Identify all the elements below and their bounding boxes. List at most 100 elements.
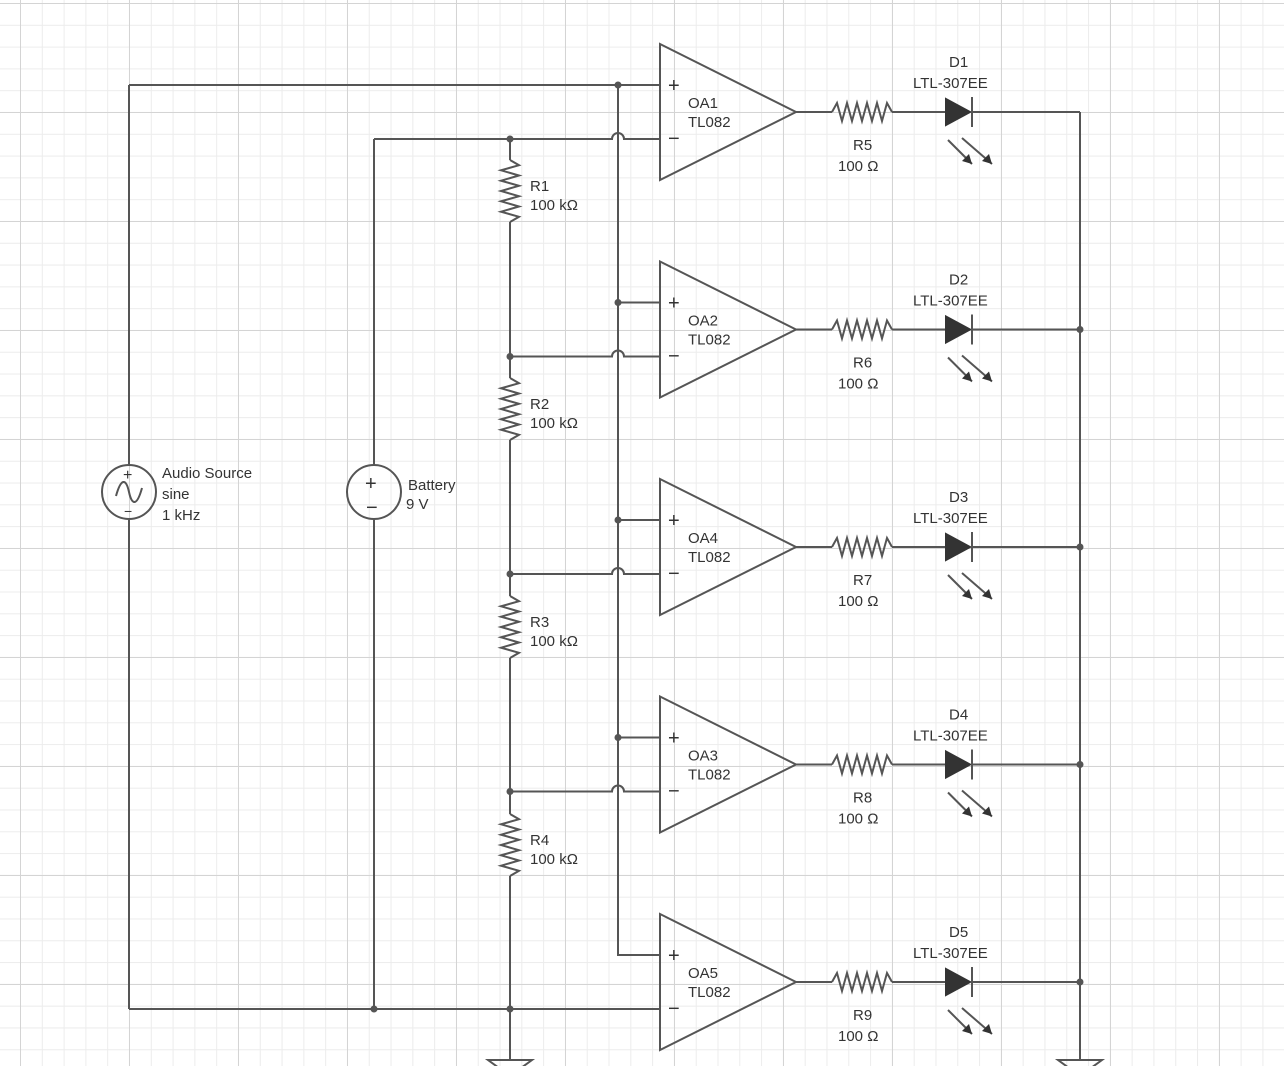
led-part: LTL-307EE (913, 945, 988, 962)
led-ref: D5 (949, 924, 968, 941)
audio-source-frequency: 1 kHz (162, 507, 200, 524)
light-emission-icon (947, 354, 993, 383)
resistor-value: 100 Ω (838, 158, 878, 175)
battery[interactable]: + − Battery 9 V (346, 464, 456, 520)
opamp-ref: OA2 (688, 313, 718, 330)
battery-plus-icon: + (365, 473, 377, 495)
resistor-value: 100 kΩ (530, 851, 578, 868)
opamp-part: TL082 (688, 767, 731, 784)
resistor-ref: R8 (853, 790, 872, 807)
opamp-ref: OA1 (688, 95, 718, 112)
opamp-minus-icon: − (668, 781, 680, 803)
resistor-r8[interactable]: R8 100 Ω (831, 751, 893, 828)
resistor-value: 100 kΩ (530, 197, 578, 214)
resistor-value: 100 Ω (838, 376, 878, 393)
opamp-ref: OA3 (688, 748, 718, 765)
divider-resistor-r2[interactable]: R2 100 kΩ (497, 377, 578, 441)
led-ref: D4 (949, 707, 968, 724)
resistor-r9[interactable]: R9 100 Ω (831, 969, 893, 1045)
junction-dots (370, 81, 1084, 1013)
led-part: LTL-307EE (913, 293, 988, 310)
opamp-minus-icon: − (668, 128, 680, 150)
wires (128, 84, 1081, 1060)
led-ref: D2 (949, 272, 968, 289)
opamp-plus-icon: + (668, 945, 680, 967)
voltage-divider: R1 100 kΩ R2 100 kΩ R3 100 kΩ R4 100 kΩ (497, 159, 578, 877)
audio-source-name: Audio Source (162, 465, 252, 482)
opamp-plus-icon: + (668, 75, 680, 97)
divider-resistor-r3[interactable]: R3 100 kΩ (497, 595, 578, 659)
opamp-minus-icon: − (668, 998, 680, 1020)
wire-signal-bus[interactable] (617, 85, 660, 956)
audio-source[interactable]: + − Audio Source sine 1 kHz (101, 464, 252, 524)
opamp-plus-icon: + (668, 510, 680, 532)
resistor-value: 100 Ω (838, 1028, 878, 1045)
light-emission-icon (947, 137, 993, 165)
opamp-ref: OA5 (688, 965, 718, 982)
divider-resistor-r1[interactable]: R1 100 kΩ (497, 159, 578, 223)
opamp-part: TL082 (688, 114, 731, 131)
battery-name: Battery (408, 477, 456, 494)
divider-resistor-r4[interactable]: R4 100 kΩ (497, 813, 578, 877)
resistor-value: 100 Ω (838, 593, 878, 610)
ground-symbol-right (1054, 1059, 1106, 1066)
opamp-part: TL082 (688, 332, 731, 349)
resistor-value: 100 kΩ (530, 415, 578, 432)
resistor-ref: R9 (853, 1007, 872, 1024)
opamp-ref: OA4 (688, 530, 718, 547)
resistor-ref: R3 (530, 614, 549, 631)
opamp-part: TL082 (688, 549, 731, 566)
opamp-minus-icon: − (668, 563, 680, 585)
wire-minus-input[interactable] (510, 349, 660, 358)
resistor-r7[interactable]: R7 100 Ω (831, 534, 893, 610)
resistor-ref: R7 (853, 572, 872, 589)
resistor-ref: R6 (853, 355, 872, 372)
led-part: LTL-307EE (913, 728, 988, 745)
light-emission-icon (947, 789, 993, 818)
light-emission-icon (947, 572, 993, 600)
wire-minus-input[interactable] (510, 132, 660, 140)
opamp-plus-icon: + (668, 293, 680, 315)
led-part: LTL-307EE (913, 75, 988, 92)
resistor-r6[interactable]: R6 100 Ω (831, 316, 893, 393)
resistor-ref: R5 (853, 137, 872, 154)
led-ref: D1 (949, 54, 968, 71)
audio-minus-icon: − (124, 503, 132, 519)
resistor-value: 100 Ω (838, 811, 878, 828)
resistor-value: 100 kΩ (530, 633, 578, 650)
sine-wave-icon (115, 481, 143, 503)
light-emission-icon (947, 1007, 993, 1035)
audio-plus-icon: + (123, 467, 132, 484)
audio-source-waveform: sine (162, 486, 190, 503)
ground-symbol-left (484, 1059, 536, 1066)
resistor-ref: R1 (530, 178, 549, 195)
resistor-ref: R2 (530, 396, 549, 413)
resistor-r5[interactable]: R5 100 Ω (831, 99, 893, 175)
led-ref: D3 (949, 489, 968, 506)
resistor-ref: R4 (530, 832, 549, 849)
opamp-minus-icon: − (668, 346, 680, 368)
opamp-part: TL082 (688, 984, 731, 1001)
opamp-plus-icon: + (668, 728, 680, 750)
wire-minus-input[interactable] (510, 784, 660, 793)
wire-minus-input[interactable] (510, 567, 660, 575)
battery-minus-icon: − (366, 497, 378, 519)
